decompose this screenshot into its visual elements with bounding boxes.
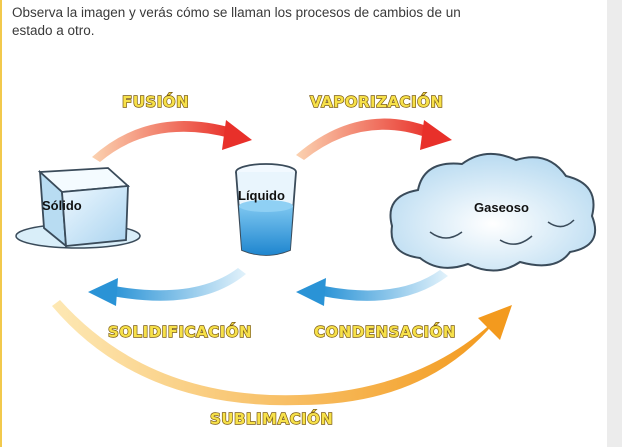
right-scroll-panel <box>607 0 622 447</box>
vaporization-label: VAPORIZACIÓN <box>310 92 443 111</box>
sublimation-arrow <box>52 300 512 406</box>
vaporization-arrow <box>296 118 452 160</box>
liquid-label: Líquido <box>238 188 285 203</box>
ice-cube <box>15 167 141 249</box>
fusion-label: FUSIÓN <box>122 92 189 111</box>
gas-label: Gaseoso <box>474 200 529 215</box>
condensation-label: CONDENSACIÓN <box>314 322 456 341</box>
water-glass <box>235 163 297 256</box>
solidification-arrow <box>88 268 246 306</box>
fusion-arrow <box>92 120 252 162</box>
cloud <box>389 153 597 272</box>
solid-label: Sólido <box>42 198 82 213</box>
left-border <box>0 0 2 447</box>
solidification-label: SOLIDIFICACIÓN <box>108 322 252 341</box>
sublimation-label: SUBLIMACIÓN <box>210 409 334 428</box>
condensation-arrow <box>296 270 448 306</box>
intro-text: Observa la imagen y verás cómo se llaman… <box>12 5 461 38</box>
